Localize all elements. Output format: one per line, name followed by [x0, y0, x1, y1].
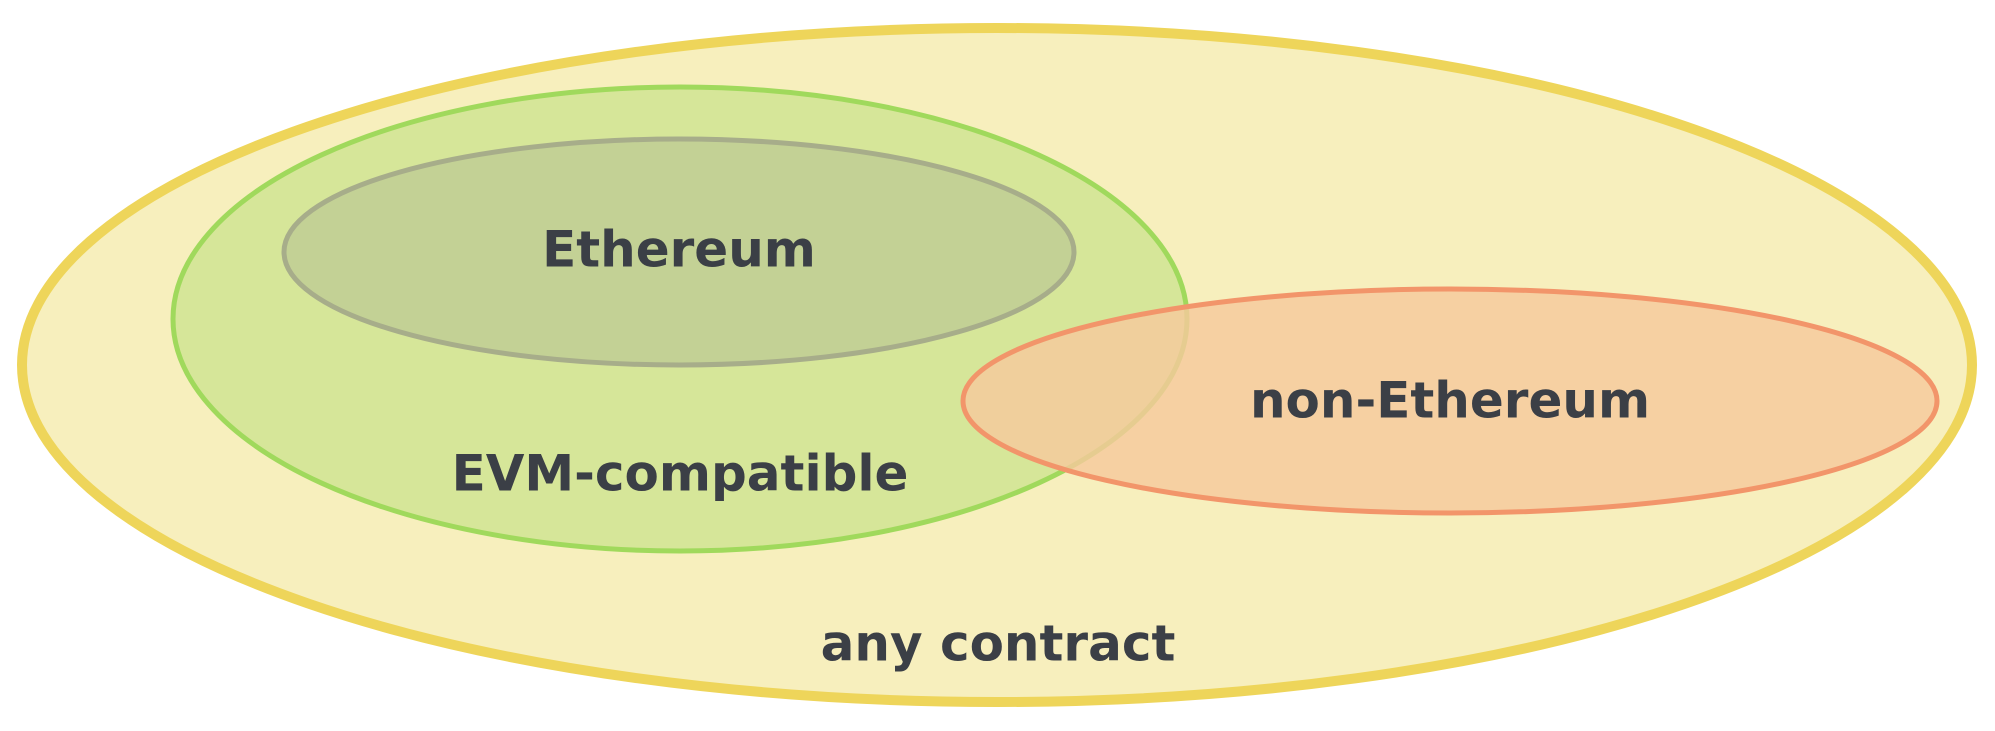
label-non-ethereum: non-Ethereum	[1250, 372, 1650, 430]
set-non-ethereum	[960, 286, 1940, 516]
label-evm-compatible: EVM-compatible	[452, 445, 909, 503]
set-ethereum	[281, 136, 1077, 368]
label-ethereum: Ethereum	[542, 221, 816, 279]
label-any-contract: any contract	[821, 615, 1176, 673]
